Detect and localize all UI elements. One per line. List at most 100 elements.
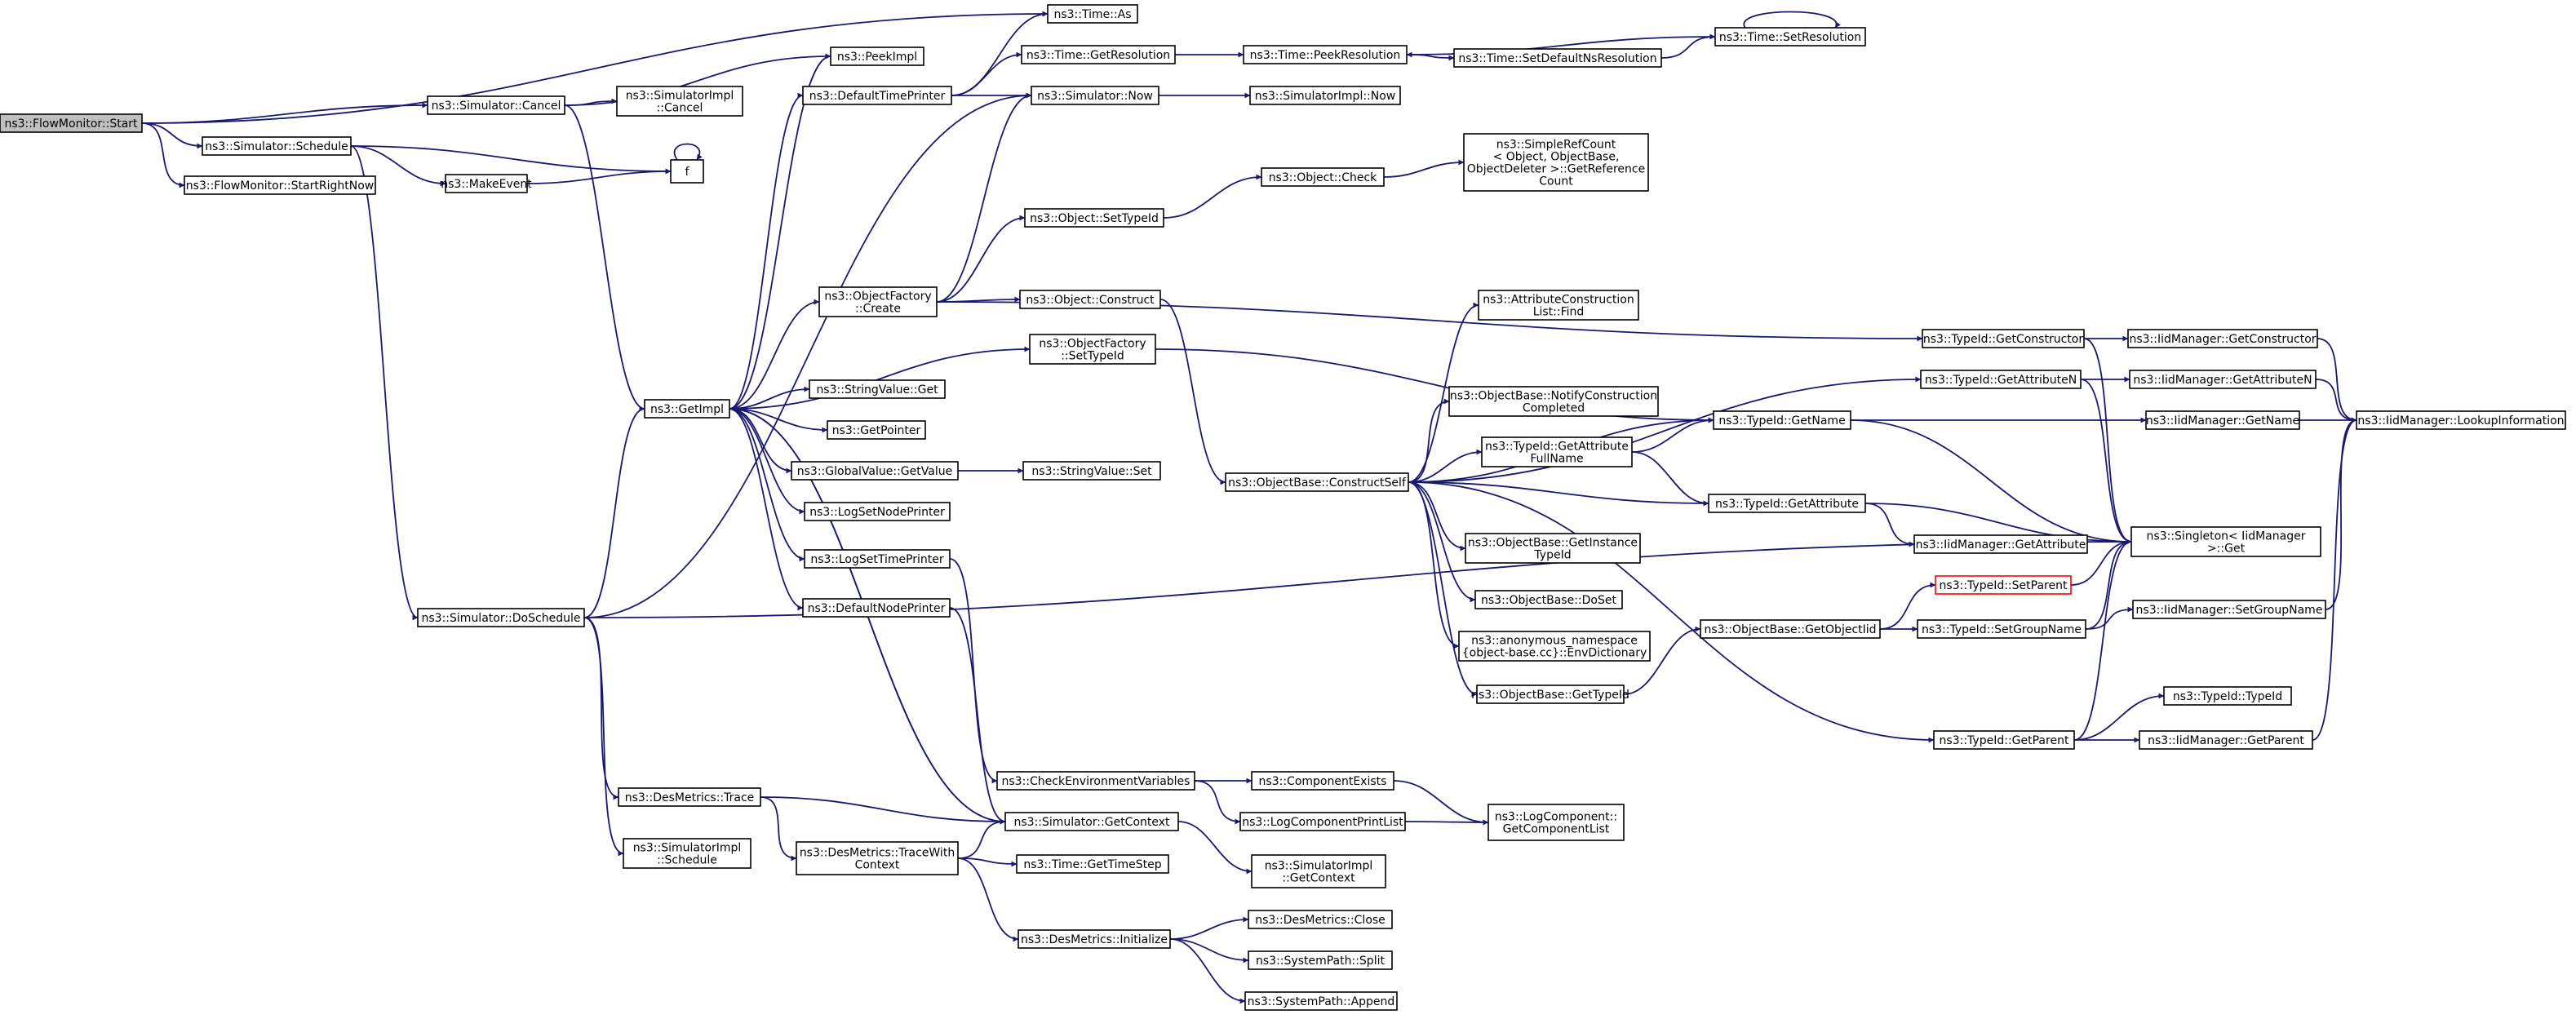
node-iid-getattributen[interactable]: ns3::IidManager::GetAttributeN [2129, 370, 2317, 389]
node-logsettimeprinter[interactable]: ns3::LogSetTimePrinter [804, 549, 951, 569]
node-logsetnodeprinter[interactable]: ns3::LogSetNodePrinter [804, 502, 951, 521]
node-systempath-split[interactable]: ns3::SystemPath::Split [1248, 950, 1393, 970]
node-time-getresolution[interactable]: ns3::Time::GetResolution [1021, 45, 1176, 64]
node-desmetrics-close[interactable]: ns3::DesMetrics::Close [1248, 910, 1393, 929]
node-label: ns3::DesMetrics::Close [1255, 914, 1386, 927]
node-label: ns3::TypeId::GetName [1718, 414, 1845, 428]
node-objectbase-constructself[interactable]: ns3::ObjectBase::ConstructSelf [1225, 472, 1409, 492]
node-typeid-getparent[interactable]: ns3::TypeId::GetParent [1933, 730, 2075, 750]
node-iid-getname[interactable]: ns3::IidManager::GetName [2145, 410, 2300, 430]
node-typeid-getattributen[interactable]: ns3::TypeId::GetAttributeN [1920, 370, 2082, 389]
node-label: ns3::LogComponent:: [1495, 811, 1617, 824]
node-simimpl-getcontext[interactable]: ns3::SimulatorImpl::GetContext [1251, 854, 1386, 888]
node-typeid-getattribute[interactable]: ns3::TypeId::GetAttribute [1708, 494, 1866, 513]
node-sim-now[interactable]: ns3::Simulator::Now [1031, 86, 1159, 105]
node-typeid-getname[interactable]: ns3::TypeId::GetName [1713, 410, 1851, 430]
node-label: ns3::ObjectBase::GetInstance [1468, 537, 1638, 550]
node-typeid-getconstructor[interactable]: ns3::TypeId::GetConstructor [1922, 329, 2085, 348]
nodes-layer: ns3::FlowMonitor::Start ns3::Simulator::C… [0, 4, 2566, 1011]
node-box [1029, 334, 1156, 365]
node-label: ns3::SimulatorImpl [1265, 860, 1373, 873]
node-logcomponent-getlist[interactable]: ns3::LogComponent::GetComponentList [1488, 804, 1625, 841]
node-objectfactory-settypeid[interactable]: ns3::ObjectFactory::SetTypeId [1029, 334, 1156, 365]
node-getpointer[interactable]: ns3::GetPointer [827, 420, 926, 440]
node-iid-getconstructor[interactable]: ns3::IidManager::GetConstructor [2127, 329, 2318, 348]
edge-flowmonitor-start-to-time-as [141, 11, 1049, 124]
node-defaulttimeprinter[interactable]: ns3::DefaultTimePrinter [802, 86, 952, 105]
node-systempath-append[interactable]: ns3::SystemPath::Append [1244, 991, 1398, 1011]
node-stringvalue-set[interactable]: ns3::StringValue::Set [1022, 461, 1161, 481]
node-singleton-get[interactable]: ns3::Singleton< IidManager>::Get [2130, 526, 2321, 557]
node-label: ns3::Object::Check [1269, 171, 1377, 184]
node-fm-startrightnow[interactable]: ns3::FlowMonitor::StartRightNow [184, 175, 376, 195]
edge-sim-cancel-to-simimpl-cancel [564, 98, 618, 106]
node-object-check[interactable]: ns3::Object::Check [1261, 167, 1385, 187]
node-iid-getattribute[interactable]: ns3::IidManager::GetAttribute [1913, 534, 2088, 554]
node-box [618, 787, 761, 807]
edge-getimpl-to-stringvalue-get [729, 386, 810, 410]
node-globalvalue-getvalue[interactable]: ns3::GlobalValue::GetValue [791, 461, 959, 481]
node-objectbase-doset[interactable]: ns3::ObjectBase::DoSet [1474, 590, 1623, 609]
node-iid-setgroupname[interactable]: ns3::IidManager::SetGroupName [2132, 600, 2326, 619]
node-desmetrics-initialize[interactable]: ns3::DesMetrics::Initialize [1018, 929, 1171, 949]
node-box [184, 175, 376, 195]
node-componentexists[interactable]: ns3::ComponentExists [1251, 771, 1394, 791]
node-label: ns3::Simulator::Now [1037, 90, 1153, 103]
node-object-construct[interactable]: ns3::Object::Construct [1019, 290, 1161, 309]
node-objectbase-getobjectiid[interactable]: ns3::ObjectBase::GetObjectIid [1700, 619, 1881, 639]
node-f[interactable]: f [670, 159, 704, 184]
node-box [1047, 4, 1138, 24]
node-flowmonitor-start[interactable]: ns3::FlowMonitor::Start [0, 113, 143, 133]
node-box [827, 420, 926, 440]
node-anon-envdictionary[interactable]: ns3::anonymous_namespace{object-base.cc}… [1458, 631, 1651, 662]
node-typeid-typeid[interactable]: ns3::TypeId::TypeId [2163, 686, 2292, 706]
node-simimpl-schedule[interactable]: ns3::SimulatorImpl::Schedule [623, 838, 752, 869]
edge-sim-doschedule-to-simimpl-schedule [583, 617, 624, 857]
node-label: ns3::LogSetNodePrinter [809, 506, 945, 519]
node-simimpl-cancel[interactable]: ns3::SimulatorImpl::Cancel [616, 86, 743, 117]
node-peekimpl[interactable]: ns3::PeekImpl [830, 47, 924, 66]
node-time-setdefaultns[interactable]: ns3::Time::SetDefaultNsResolution [1453, 48, 1662, 68]
node-simplerefcount[interactable]: ns3::SimpleRefCount< Object, ObjectBase,… [1463, 133, 1649, 192]
node-object-settypeid[interactable]: ns3::Object::SetTypeId [1024, 208, 1164, 228]
node-box [1251, 854, 1386, 888]
node-time-peekresolution[interactable]: ns3::Time::PeekResolution [1243, 45, 1408, 64]
node-box [1243, 45, 1408, 64]
edge-logsettimeprinter-to-checkenvvars [949, 558, 998, 784]
node-desmetrics-trace[interactable]: ns3::DesMetrics::Trace [618, 787, 761, 807]
edge-flowmonitor-start-to-sim-schedule [141, 122, 203, 149]
node-sim-schedule[interactable]: ns3::Simulator::Schedule [202, 136, 352, 156]
edge-objectbase-constructself-to-typeid-getparent [1408, 481, 1935, 743]
node-iid-lookupinformation[interactable]: ns3::IidManager::LookupInformation [2356, 410, 2566, 430]
node-label: ns3::DesMetrics::Initialize [1021, 933, 1168, 946]
node-typeid-setgroupname[interactable]: ns3::TypeId::SetGroupName [1917, 619, 2086, 639]
node-sim-getcontext[interactable]: ns3::Simulator::GetContext [1004, 812, 1179, 831]
node-checkenvvars[interactable]: ns3::CheckEnvironmentVariables [996, 771, 1195, 791]
node-box [623, 838, 752, 869]
node-time-setresolution[interactable]: ns3::Time::SetResolution [1714, 27, 1866, 47]
node-defaultnodeprinter[interactable]: ns3::DefaultNodePrinter [802, 598, 951, 618]
node-makeevent[interactable]: ns3::MakeEvent [441, 174, 532, 193]
node-objectfactory-create[interactable]: ns3::ObjectFactory::Create [818, 286, 938, 317]
node-logcomponentprintlist[interactable]: ns3::LogComponentPrintList [1239, 812, 1406, 831]
node-label: ns3::IidManager::GetConstructor [2129, 333, 2316, 346]
node-label: GetComponentList [1503, 823, 1610, 836]
edge-desmetrics-initialize-to-systempath-split [1169, 938, 1249, 964]
node-simimpl-now[interactable]: ns3::SimulatorImpl::Now [1249, 86, 1401, 105]
node-typeid-setparent[interactable]: ns3::TypeId::SetParent [1935, 575, 2072, 595]
node-objectbase-gettypeid[interactable]: ns3::ObjectBase::GetTypeId [1471, 685, 1629, 704]
node-getimpl[interactable]: ns3::GetImpl [644, 399, 730, 419]
node-iid-getparent[interactable]: ns3::IidManager::GetParent [2139, 730, 2313, 750]
node-sim-cancel[interactable]: ns3::Simulator::Cancel [427, 95, 565, 115]
node-objectbase-notify[interactable]: ns3::ObjectBase::NotifyConstructionCompl… [1448, 386, 1659, 417]
node-time-as[interactable]: ns3::Time::As [1047, 4, 1138, 24]
node-box [2163, 686, 2292, 706]
node-stringvalue-get[interactable]: ns3::StringValue::Get [809, 379, 946, 399]
node-time-gettimestep[interactable]: ns3::Time::GetTimeStep [1016, 854, 1169, 874]
node-sim-doschedule[interactable]: ns3::Simulator::DoSchedule [417, 608, 585, 627]
